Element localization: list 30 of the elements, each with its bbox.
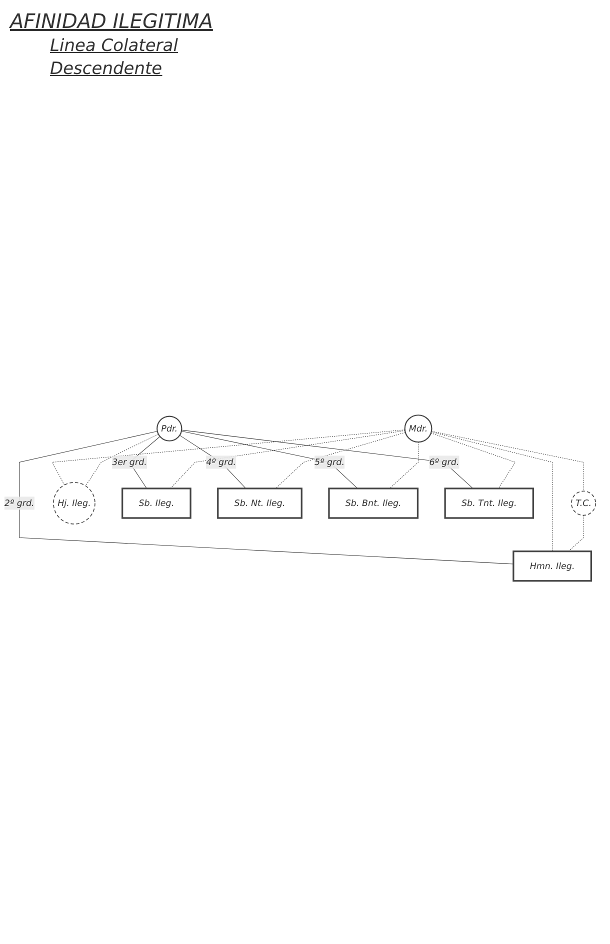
edge-label: 6º grd.	[429, 456, 460, 468]
node-box: Sb. Nt. Ileg.	[217, 488, 302, 519]
connector	[275, 432, 406, 489]
connector	[52, 430, 406, 486]
edge-label: 3er grd.	[112, 456, 147, 468]
subtitle-text: Linea Colateral	[50, 36, 179, 56]
node-circle: Hj. Ileg.	[53, 482, 96, 524]
edge-label: 2º grd.	[4, 498, 34, 508]
connector	[19, 431, 514, 564]
node-box: Hmn. Ileg.	[512, 550, 592, 582]
connector	[181, 430, 358, 489]
diagram-title: AFINIDAD ILEGITIMA	[10, 9, 214, 33]
connector	[170, 430, 406, 489]
connector	[430, 432, 516, 489]
connector	[431, 432, 553, 552]
connector	[85, 434, 159, 486]
connector	[568, 515, 584, 552]
edge-label: 4º grd.	[206, 456, 236, 468]
node-circle: Pdr.	[156, 416, 182, 442]
node-circle: T.C.	[571, 490, 596, 516]
connector	[179, 435, 246, 489]
node-circle: Mdr.	[404, 414, 432, 443]
connector	[181, 430, 474, 489]
subtitle-text: Descendente	[50, 59, 164, 79]
edge-label: 5º grd.	[314, 456, 344, 468]
node-box: Sb. Ileg.	[122, 488, 192, 519]
connector	[389, 442, 419, 489]
connector	[431, 430, 584, 492]
node-box: Sb. Tnt. Ileg.	[444, 488, 534, 519]
node-box: Sb. Bnt. Ileg.	[328, 488, 419, 519]
